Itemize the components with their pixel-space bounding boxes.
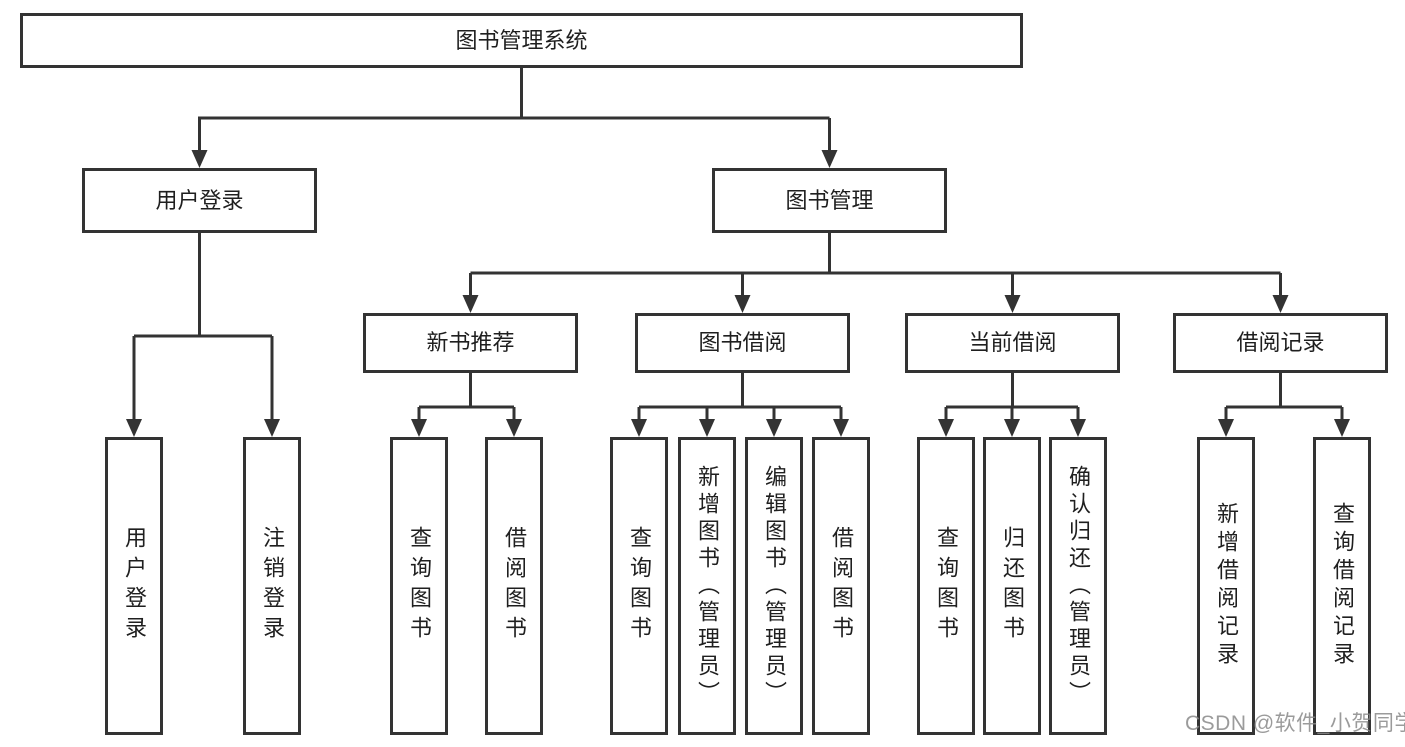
leaf-logout-label: 注销登录: [261, 526, 283, 646]
node-book-management-label: 图书管理: [785, 190, 873, 212]
leaf-add-borrow-record-label: 新增借阅记录: [1215, 502, 1237, 670]
leaf-edit-book-admin: 编辑图书（管理员）: [745, 437, 803, 735]
node-book-borrowing-label: 图书借阅: [698, 332, 786, 354]
leaf-confirm-return-admin: 确认归还（管理员）: [1049, 437, 1107, 735]
node-current-borrowing: 当前借阅: [905, 313, 1120, 373]
node-new-book-recommendation: 新书推荐: [363, 313, 578, 373]
leaf-borrow-books-recommend: 借阅图书: [485, 437, 543, 735]
node-book-borrowing: 图书借阅: [635, 313, 850, 373]
node-user-login: 用户登录: [82, 168, 317, 233]
leaf-query-borrow-record: 查询借阅记录: [1313, 437, 1371, 735]
leaf-query-books-borrow: 查询图书: [610, 437, 668, 735]
leaf-user-login: 用户登录: [105, 437, 163, 735]
node-borrowing-records-label: 借阅记录: [1236, 332, 1324, 354]
leaf-return-books-label: 归还图书: [1001, 526, 1023, 646]
leaf-borrow-books-borrow: 借阅图书: [812, 437, 870, 735]
csdn-watermark: CSDN @软件_小贺同学: [1185, 707, 1405, 737]
node-book-management: 图书管理: [712, 168, 947, 233]
leaf-query-books-recommend-label: 查询图书: [408, 526, 430, 646]
leaf-query-books-recommend: 查询图书: [390, 437, 448, 735]
leaf-confirm-return-admin-label: 确认归还（管理员）: [1067, 465, 1089, 708]
leaf-add-borrow-record: 新增借阅记录: [1197, 437, 1255, 735]
leaf-query-books-borrow-label: 查询图书: [628, 526, 650, 646]
node-current-borrowing-label: 当前借阅: [968, 332, 1056, 354]
leaf-return-books: 归还图书: [983, 437, 1041, 735]
leaf-query-borrow-record-label: 查询借阅记录: [1331, 502, 1353, 670]
leaf-borrow-books-recommend-label: 借阅图书: [503, 526, 525, 646]
leaf-add-book-admin: 新增图书（管理员）: [678, 437, 736, 735]
leaf-borrow-books-borrow-label: 借阅图书: [830, 526, 852, 646]
node-new-book-recommendation-label: 新书推荐: [426, 332, 514, 354]
leaf-user-login-label: 用户登录: [123, 526, 145, 646]
node-library-management-system-label: 图书管理系统: [455, 30, 587, 52]
leaf-query-books-current: 查询图书: [917, 437, 975, 735]
leaf-add-book-admin-label: 新增图书（管理员）: [696, 465, 718, 708]
node-library-management-system: 图书管理系统: [20, 13, 1023, 68]
leaf-query-books-current-label: 查询图书: [935, 526, 957, 646]
node-user-login-label: 用户登录: [155, 190, 243, 212]
node-borrowing-records: 借阅记录: [1173, 313, 1388, 373]
leaf-edit-book-admin-label: 编辑图书（管理员）: [763, 465, 785, 708]
leaf-logout: 注销登录: [243, 437, 301, 735]
